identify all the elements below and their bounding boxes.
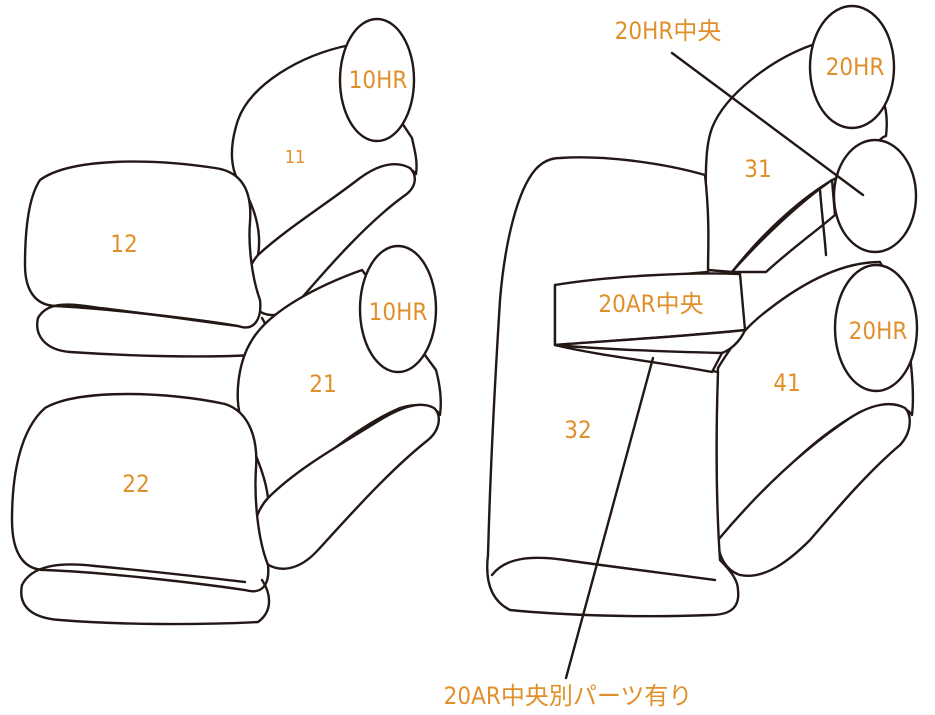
seat-cushion-22-bottom xyxy=(20,578,271,626)
label-ar-20-center: 20AR中央 xyxy=(598,290,703,318)
label-part-31: 31 xyxy=(744,155,771,183)
seat-bolster-31 xyxy=(730,178,837,274)
label-hr-10-upper: 10HR xyxy=(349,66,408,94)
seat-cushion-32-front-edge xyxy=(490,556,717,582)
seat-cushion-22-front-edge xyxy=(20,563,247,587)
label-hr-20-center-callout: 20HR中央 xyxy=(615,17,722,45)
seat-cushion-22 xyxy=(10,392,270,593)
seat-cushion-12-front-edge xyxy=(36,303,240,328)
label-part-12: 12 xyxy=(110,230,137,258)
headrest-20hr-center xyxy=(832,138,918,254)
label-part-41: 41 xyxy=(773,369,800,397)
label-hr-20-lower: 20HR xyxy=(849,317,908,345)
label-hr-20-upper: 20HR xyxy=(826,53,885,81)
label-ar-20-separate-note: 20AR中央別パーツ有り xyxy=(444,682,693,710)
label-part-22: 22 xyxy=(122,470,149,498)
headrest-20hr-upper xyxy=(808,4,896,130)
headrest-10hr-upper xyxy=(338,17,416,143)
labels: 10HR 11 12 10HR 21 22 20HR中央 20HR 31 20A… xyxy=(110,17,907,710)
callout-line-20ar-separate xyxy=(564,356,655,680)
label-part-11: 11 xyxy=(285,147,306,168)
label-part-32: 32 xyxy=(564,416,591,444)
label-hr-10-lower: 10HR xyxy=(369,298,428,326)
headrest-20hr-lower xyxy=(833,263,919,393)
armrest-20ar-center-edge xyxy=(553,343,724,355)
seat-cushion-32 xyxy=(486,156,740,618)
headrest-10hr-lower xyxy=(358,244,438,374)
seat-bolster-41 xyxy=(716,403,911,577)
seat-cushion-12 xyxy=(23,160,262,329)
label-part-21: 21 xyxy=(309,370,336,398)
callout-line-20hr-center xyxy=(670,51,865,197)
seat-31-back-edge xyxy=(818,188,828,257)
